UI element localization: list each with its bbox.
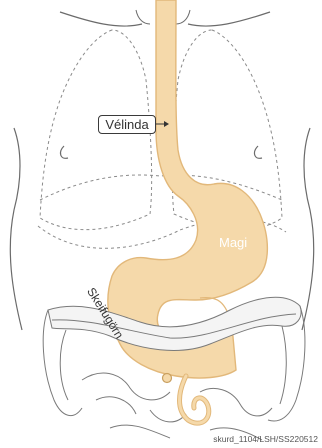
left-clavicle bbox=[60, 12, 142, 26]
esophagus-label: Vélinda bbox=[98, 115, 156, 134]
transverse-colon bbox=[48, 297, 301, 350]
stomach-label: Magi bbox=[219, 235, 247, 250]
ascending-colon-inner bbox=[60, 330, 68, 400]
body-outline-right bbox=[302, 128, 314, 330]
descending-colon-inner bbox=[280, 326, 286, 404]
body-outline-left bbox=[10, 128, 22, 330]
image-credit: skurd_1104/LSH/SS220512 bbox=[213, 434, 318, 444]
small-intestine bbox=[82, 373, 272, 440]
left-nipple bbox=[61, 146, 68, 158]
jejunum-loop-fill bbox=[180, 376, 209, 423]
right-nipple bbox=[255, 146, 262, 158]
neck-left bbox=[136, 10, 150, 24]
right-clavicle bbox=[188, 12, 270, 26]
neck-right bbox=[176, 10, 190, 24]
navel bbox=[163, 374, 172, 383]
